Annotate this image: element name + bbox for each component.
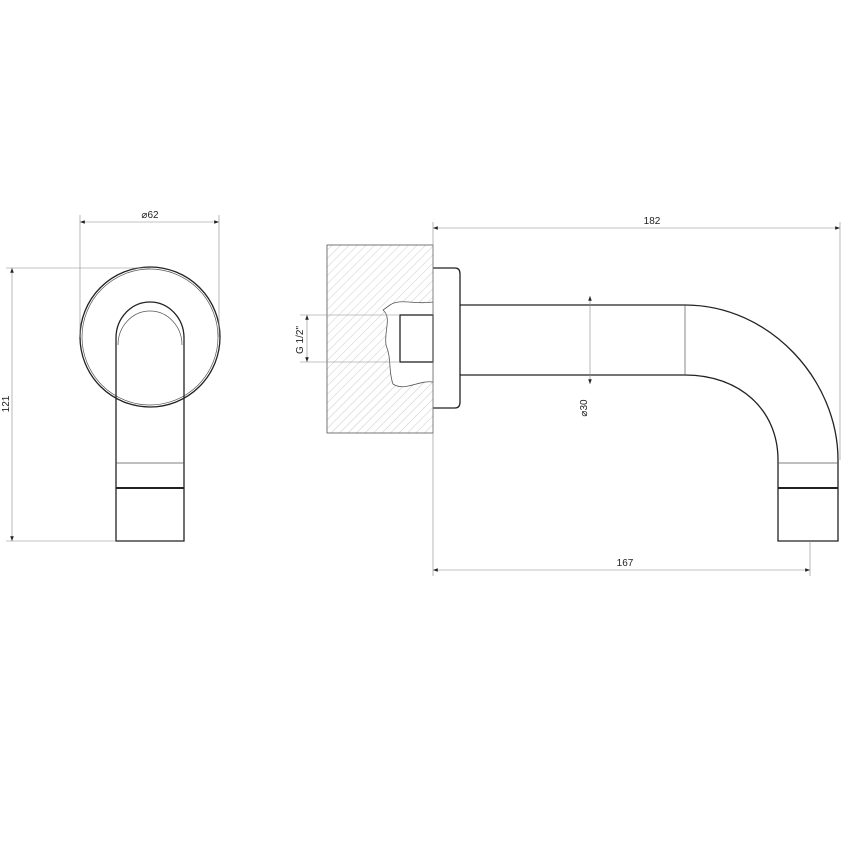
wall-plate: [79, 266, 221, 408]
front-view: ⌀62 121: [1, 210, 221, 542]
height-dimension: 121: [1, 395, 12, 412]
length-dimension: 182: [644, 216, 661, 227]
pipe-diameter-dimension: ⌀30: [579, 399, 590, 417]
thread-cavity: [382, 301, 434, 388]
spout-front: [115, 301, 185, 542]
diameter-dimension: ⌀62: [141, 210, 159, 221]
flange: [433, 267, 461, 409]
thread-dimension: G 1/2": [295, 326, 306, 354]
reach-dimension: 167: [617, 558, 634, 569]
side-view: G 1/2" ⌀30 182 167: [295, 216, 841, 576]
spout-side: [460, 304, 839, 542]
